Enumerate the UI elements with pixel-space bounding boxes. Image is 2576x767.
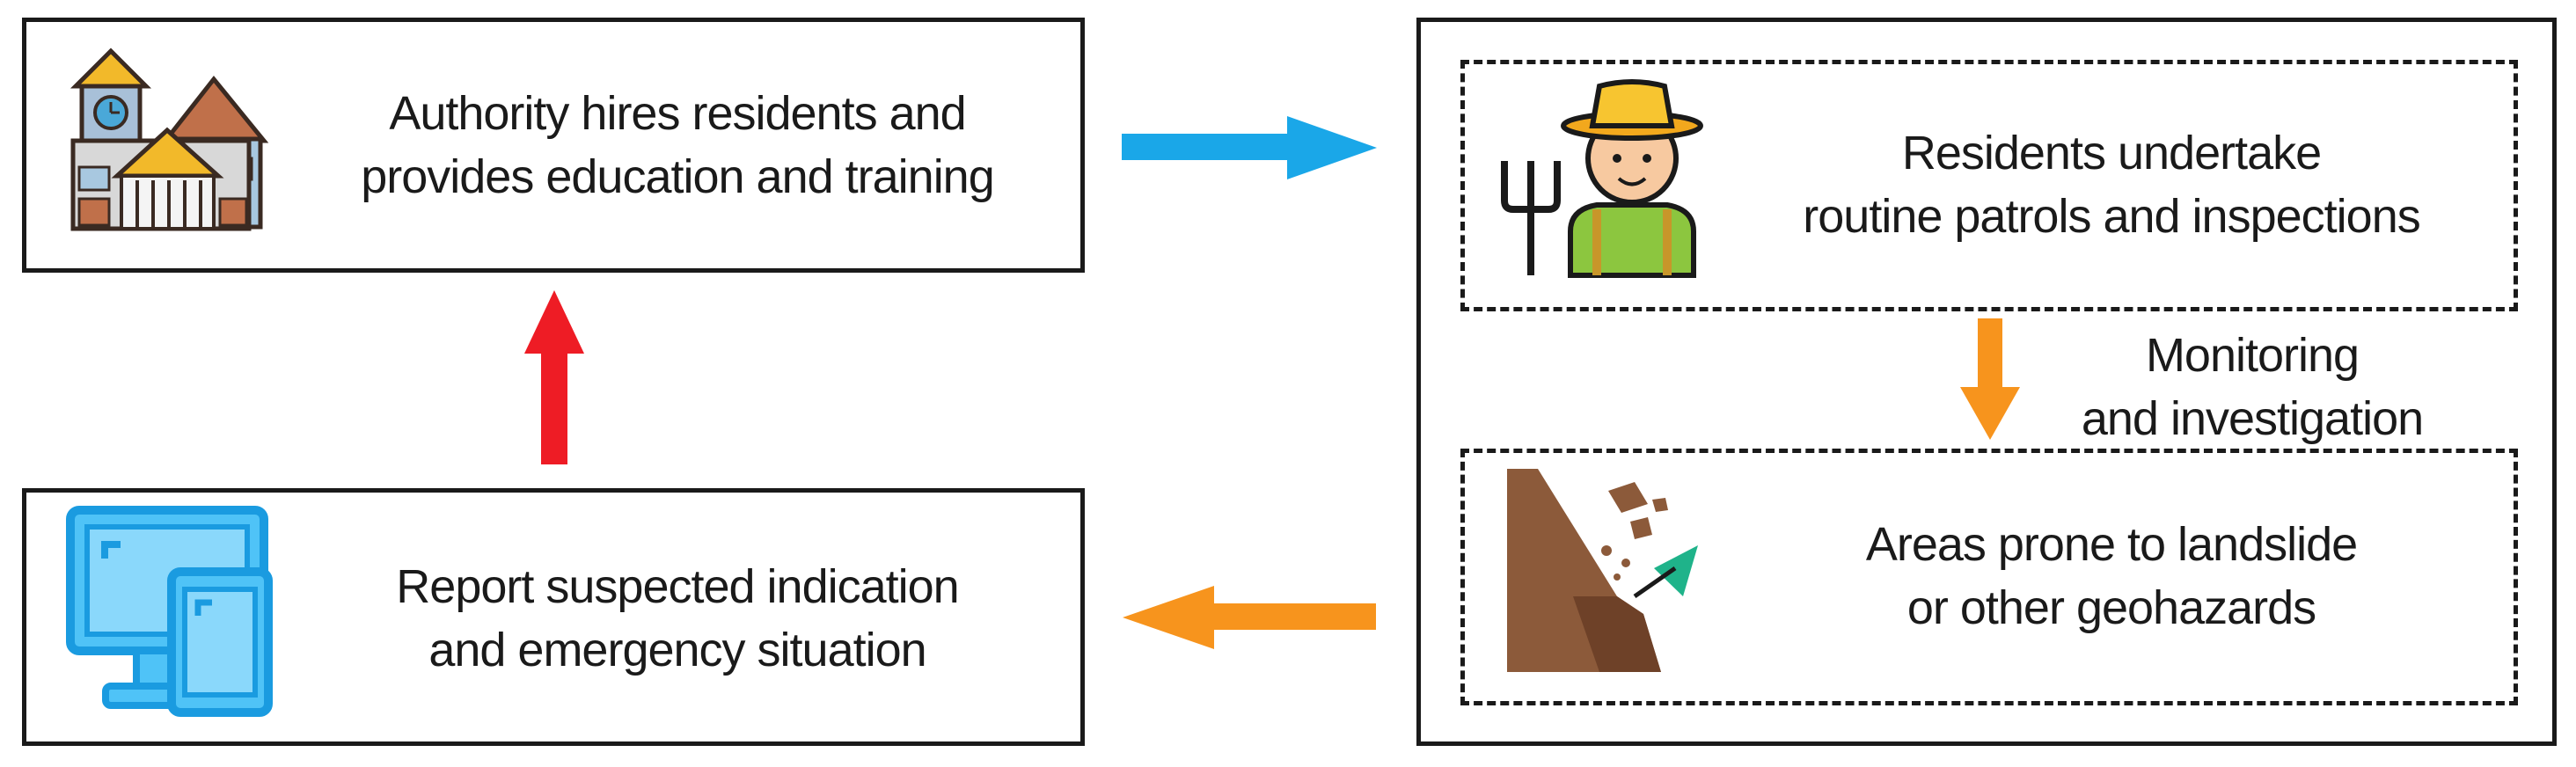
blue-arrow-head xyxy=(1287,116,1377,179)
red-arrow-head xyxy=(524,290,584,354)
report-label-line1: Report suspected indication xyxy=(396,559,959,613)
monitoring-label: Monitoring and investigation xyxy=(2032,325,2472,449)
blue-arrow-shaft xyxy=(1122,134,1289,160)
monitoring-arrow-head xyxy=(1960,387,2020,440)
patrol-label: Residents undertake routine patrols and … xyxy=(1724,88,2499,281)
monitoring-arrow-shaft xyxy=(1978,318,2002,389)
red-arrow-shaft xyxy=(541,352,567,464)
areas-to-report-arrow xyxy=(1123,586,1376,649)
orange-arrow-head xyxy=(1123,586,1214,649)
report-label-line2: and emergency situation xyxy=(428,623,926,676)
monitoring-label-line1: Monitoring xyxy=(2145,329,2360,382)
patrol-label-line1: Residents undertake xyxy=(1901,127,2322,179)
orange-arrow-shaft xyxy=(1212,603,1376,630)
train-to-patrol-arrow xyxy=(1122,116,1377,179)
areas-label: Areas prone to landslide or other geohaz… xyxy=(1724,479,2499,673)
devices-icon xyxy=(66,506,277,717)
areas-label-line1: Areas prone to landslide xyxy=(1865,518,2358,571)
landslide-icon xyxy=(1503,464,1705,672)
monitoring-label-line2: and investigation xyxy=(2081,392,2424,445)
areas-label-line2: or other geohazards xyxy=(1906,581,2316,634)
authority-label-line1: Authority hires residents and xyxy=(389,87,966,140)
report-to-authority-arrow xyxy=(524,290,584,464)
monitoring-arrow xyxy=(1960,318,2020,440)
report-label: Report suspected indication and emergenc… xyxy=(290,523,1065,712)
patrol-label-line2: routine patrols and inspections xyxy=(1803,190,2420,243)
authority-label: Authority hires residents and provides e… xyxy=(290,53,1065,237)
town-hall-icon xyxy=(69,44,271,237)
farmer-icon xyxy=(1496,77,1716,280)
authority-label-line2: provides education and training xyxy=(361,150,995,203)
